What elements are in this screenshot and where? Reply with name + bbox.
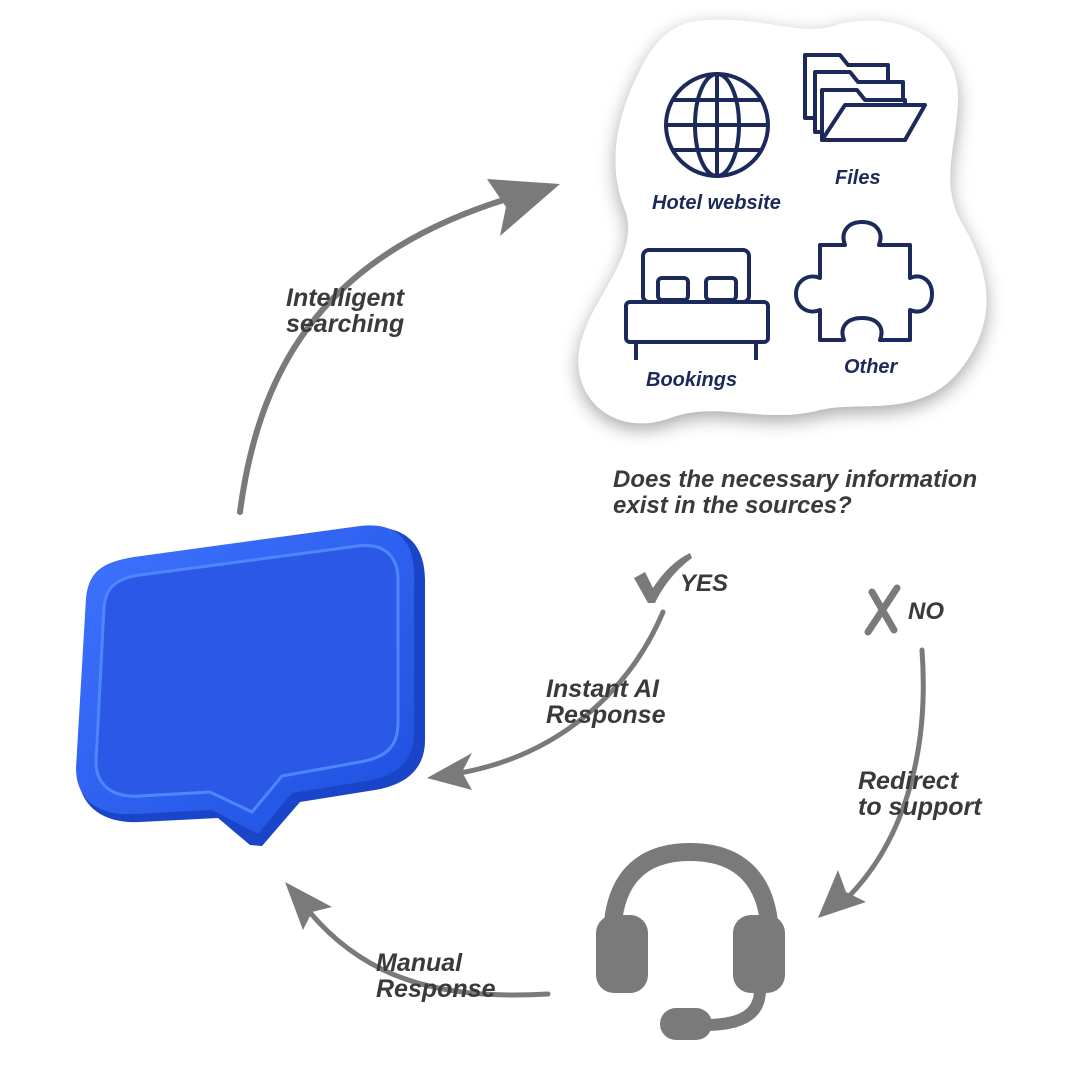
x-icon (864, 584, 901, 636)
source-label-bookings: Bookings (646, 369, 738, 391)
chat-bubble-icon (76, 525, 425, 846)
headset-icon (596, 842, 785, 1040)
arrowhead-redirect (818, 870, 866, 918)
arrow-manual (297, 897, 551, 998)
arrowhead-intelligent (487, 179, 560, 236)
arrowhead-manual (285, 882, 332, 930)
source-label-files: Files (835, 167, 881, 189)
arrow-instant-ai (457, 609, 666, 776)
source-label-hotel-website: Hotel website (652, 192, 781, 214)
arrows (237, 192, 926, 998)
sources-cloud (578, 19, 987, 424)
bed-icon (624, 248, 770, 360)
globe-icon (664, 72, 770, 178)
source-label-other: Other (844, 356, 898, 378)
checkmark-icon (634, 553, 692, 603)
arrow-intelligent-searching (237, 192, 523, 515)
arrow-redirect (837, 647, 926, 908)
folders-icon (803, 53, 927, 142)
label-intelligent-searching: Intelligent searching (286, 284, 405, 338)
label-redirect-to-support: Redirect to support (858, 767, 982, 821)
yes-label: YES (680, 570, 729, 597)
no-label: NO (908, 598, 944, 625)
question-text: Does the necessary information exist in … (613, 466, 978, 519)
label-instant-ai-response: Instant AI Response (546, 675, 666, 729)
label-manual-response: Manual Response (376, 949, 496, 1003)
arrowhead-instant-ai (427, 753, 472, 790)
puzzle-icon (794, 220, 934, 342)
